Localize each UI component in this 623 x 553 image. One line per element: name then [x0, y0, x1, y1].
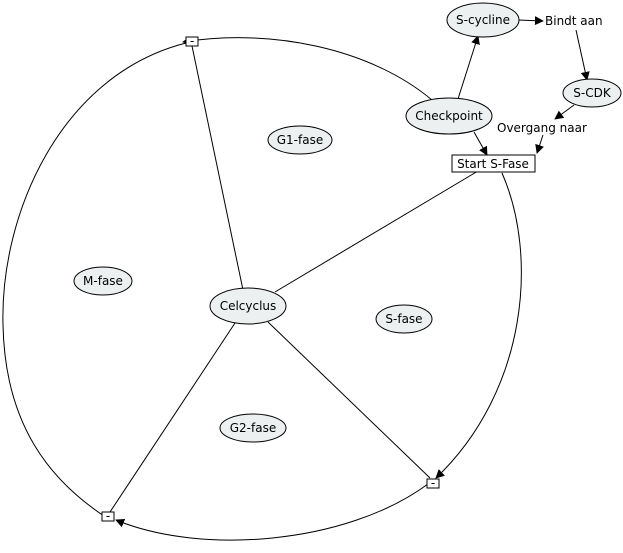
arc-start-s-fase-to-bottom-right: [435, 172, 522, 479]
connector-bottom-right: -: [426, 476, 440, 490]
arc-checkpoint-to-top: [182, 36, 433, 101]
arrow-overgang-naar-to-start-s-fase: [535, 134, 544, 154]
node-g2-fase[interactable]: G2-fase: [219, 413, 287, 443]
arrow-s-cycline-to-bindt-aan: [517, 16, 544, 26]
node-s-cdk[interactable]: S-CDK: [562, 78, 622, 108]
svg-text:M-fase: M-fase: [83, 274, 123, 288]
svg-text:Checkpoint: Checkpoint: [415, 109, 483, 123]
node-m-fase[interactable]: M-fase: [73, 266, 133, 296]
svg-text:Start S-Fase: Start S-Fase: [457, 157, 529, 171]
node-s-fase[interactable]: S-fase: [375, 304, 433, 334]
svg-text:S-CDK: S-CDK: [573, 86, 612, 100]
node-start-s-fase[interactable]: Start S-Fase: [451, 154, 536, 173]
svg-text:S-fase: S-fase: [385, 312, 422, 326]
node-celcyclus[interactable]: Celcyclus: [209, 287, 287, 325]
svg-text:-: -: [431, 476, 435, 490]
arrow-checkpoint-to-start-s-fase: [473, 131, 488, 156]
arrow-s-cdk-to-overgang-naar: [554, 104, 575, 120]
arc-top-to-bottom-left: [2, 42, 187, 517]
line-bindt-aan-to-s-cdk: [575, 29, 590, 81]
svg-text:G2-fase: G2-fase: [230, 421, 276, 435]
connector-bottom-left: -: [101, 509, 115, 523]
connector-top: -: [185, 34, 199, 48]
node-g1-fase[interactable]: G1-fase: [267, 125, 333, 155]
arrow-checkpoint-to-s-cycline: [457, 35, 480, 100]
line-celcyclus-bottom-left-connector: [109, 322, 236, 513]
link-label-bindt-aan: Bindt aan: [545, 14, 603, 28]
link-label-overgang-naar: Overgang naar: [497, 121, 587, 135]
line-celcyclus-top-connector: [191, 45, 244, 291]
svg-text:-: -: [190, 34, 194, 48]
svg-text:G1-fase: G1-fase: [277, 133, 323, 147]
svg-text:S-cycline: S-cycline: [456, 13, 510, 27]
svg-text:Celcyclus: Celcyclus: [220, 299, 277, 313]
node-checkpoint[interactable]: Checkpoint: [405, 97, 493, 135]
node-s-cycline[interactable]: S-cycline: [446, 2, 520, 38]
line-celcyclus-start-s-fase: [274, 170, 479, 293]
svg-text:-: -: [106, 509, 110, 523]
arc-bottom-right-to-bottom-left: [115, 483, 429, 541]
line-celcyclus-bottom-right-connector: [267, 321, 431, 479]
